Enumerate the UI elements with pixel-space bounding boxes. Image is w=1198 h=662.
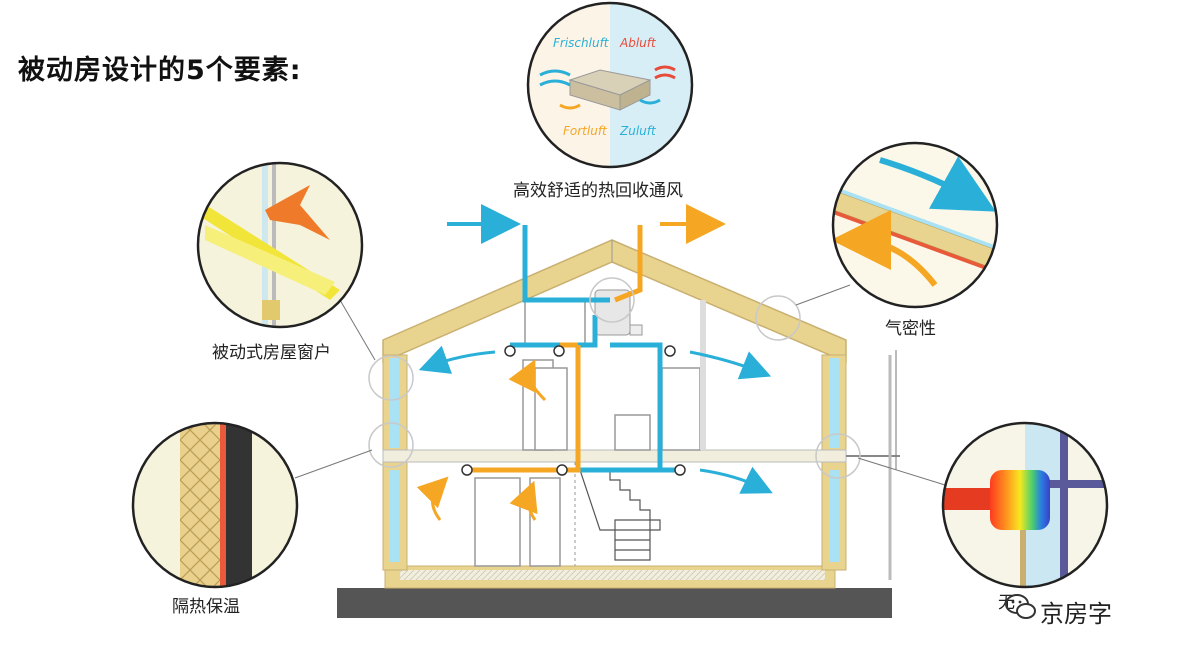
insulation-label: 隔热保温 [172, 597, 240, 617]
ground-slab [337, 588, 892, 618]
watermark-text: 京房字 [1040, 600, 1112, 628]
insulation-detail-circle [131, 421, 299, 589]
wechat-icon [1005, 594, 1036, 619]
middle-floor [382, 449, 847, 463]
ventilation-detail-circle: Frischluft Abluft Fortluft Zuluft [526, 1, 694, 169]
window-detail-circle [196, 161, 364, 329]
thermal-bridge-detail-circle [941, 421, 1109, 589]
window-label: 被动式房屋窗户 [212, 343, 331, 363]
zuluft-label: Zuluft [619, 124, 657, 138]
airtightness-detail-circle [831, 141, 999, 309]
exhaust-ducts [468, 225, 643, 473]
frischluft-label: Frischluft [553, 36, 610, 50]
page-title: 被动房设计的5个要素: [18, 55, 302, 86]
abluft-label: Abluft [619, 36, 657, 50]
supply-ducts [510, 225, 680, 473]
fortluft-label: Fortluft [563, 124, 608, 138]
ventilation-label: 高效舒适的热回收通风 [513, 181, 683, 201]
airtightness-label: 气密性 [885, 319, 936, 339]
